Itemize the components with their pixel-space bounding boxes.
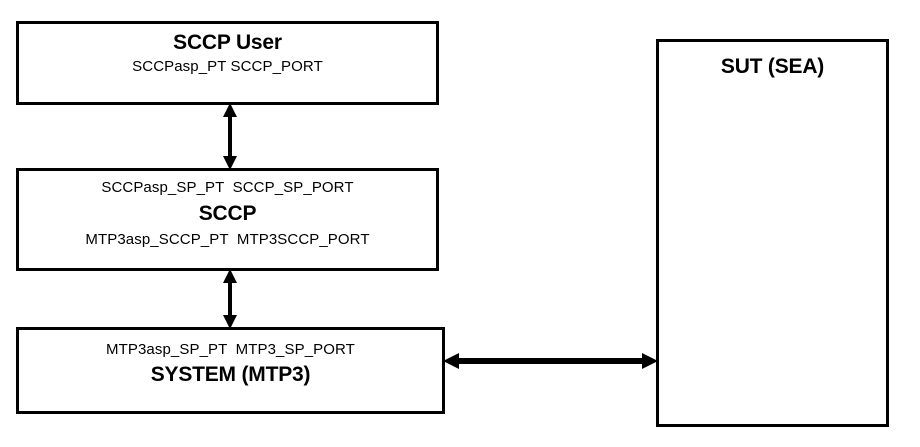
connector-system-mtp3-to-sut	[443, 349, 658, 373]
box-sut-sea: SUT (SEA)	[656, 39, 889, 427]
box-system-mtp3-port-label: MTP3asp_SP_PT MTP3_SP_PORT	[106, 341, 355, 358]
double-arrow-vertical-icon	[223, 269, 237, 329]
box-sccp-title: SCCP	[198, 202, 257, 225]
connector-sccp-user-to-sccp	[218, 103, 242, 170]
box-sccp-port-top-label: SCCPasp_SP_PT SCCP_SP_PORT	[101, 179, 354, 196]
box-system-mtp3-title: SYSTEM (MTP3)	[150, 363, 311, 386]
double-arrow-horizontal-icon	[443, 353, 658, 369]
box-sccp-user-port-label: SCCPasp_PT SCCP_PORT	[132, 58, 323, 75]
box-sccp: SCCPasp_SP_PT SCCP_SP_PORT SCCP MTP3asp_…	[16, 168, 439, 271]
box-sccp-user-title: SCCP User	[173, 31, 282, 54]
box-sut-sea-title: SUT (SEA)	[720, 55, 825, 78]
box-system-mtp3: MTP3asp_SP_PT MTP3_SP_PORT SYSTEM (MTP3)	[16, 327, 445, 414]
connector-sccp-to-system-mtp3	[218, 269, 242, 329]
box-sccp-user: SCCP User SCCPasp_PT SCCP_PORT	[16, 21, 439, 105]
box-sccp-port-bottom-label: MTP3asp_SCCP_PT MTP3SCCP_PORT	[85, 231, 370, 248]
double-arrow-vertical-icon	[223, 103, 237, 170]
